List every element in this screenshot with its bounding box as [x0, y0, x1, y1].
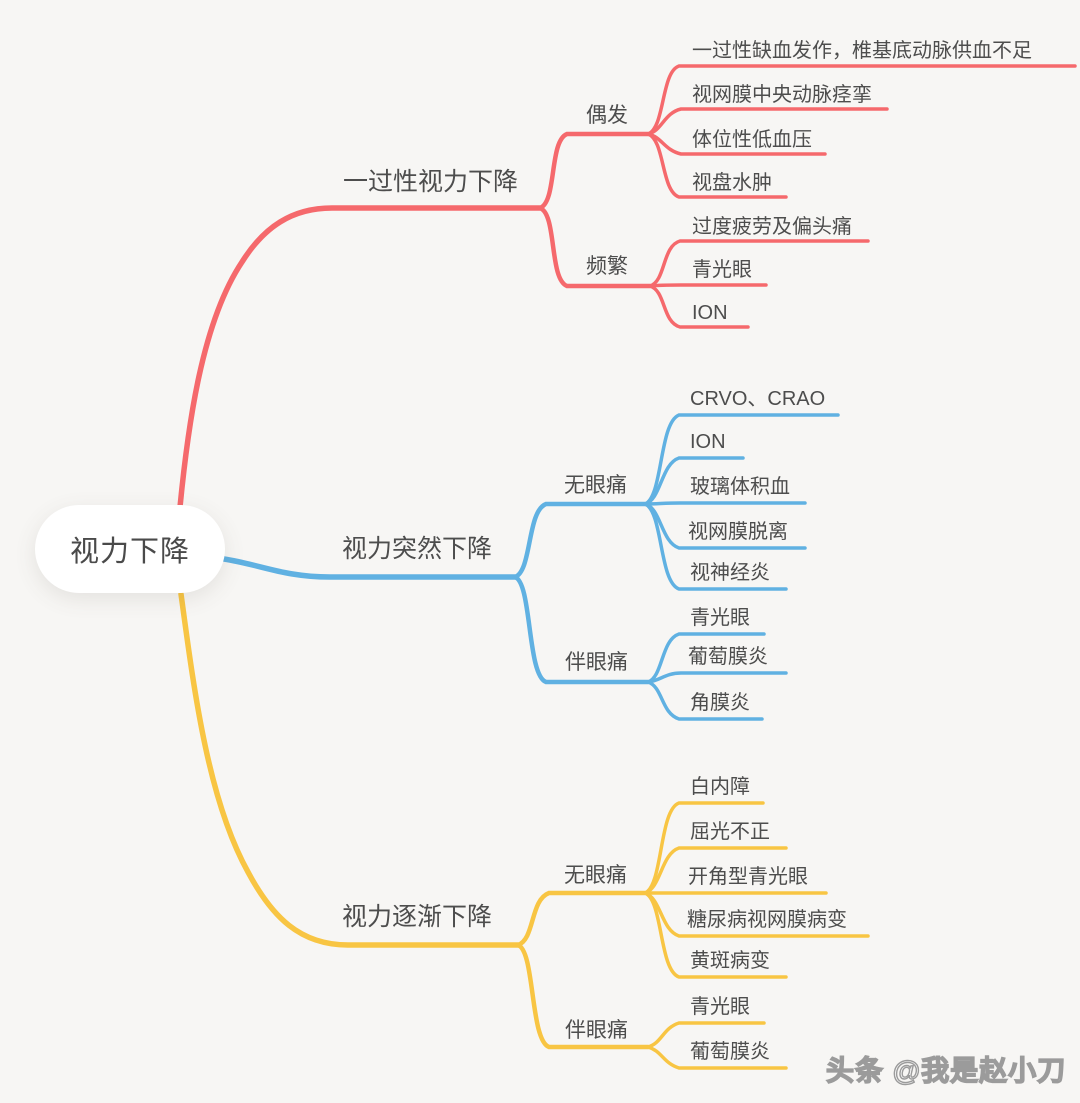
- leaf-node: 青光眼: [690, 607, 750, 629]
- edge-frequent-leaf-1: [648, 283, 768, 288]
- leaf-node: 视网膜中央动脉痉挛: [692, 84, 872, 106]
- leaf-node: 葡萄膜炎: [690, 1041, 770, 1063]
- root-label: 视力下降: [69, 536, 190, 568]
- branch-sudden-title: 视力突然下降: [342, 535, 493, 563]
- sub-label-frequent: 频繁: [586, 255, 628, 278]
- leaf-node: ION: [692, 302, 728, 324]
- leaf-node: 过度疲劳及偏头痛: [692, 216, 852, 238]
- leaf-node: 视神经炎: [690, 562, 770, 584]
- branch-gradual-title: 视力逐渐下降: [342, 903, 493, 931]
- edge-root-gradual: [178, 591, 521, 948]
- sub-label-occasional: 偶发: [586, 104, 628, 127]
- edge-transient-occasional: [537, 131, 651, 211]
- leaf-node: 玻璃体积血: [690, 476, 790, 498]
- sub-label-with-eye-pain-sudden: 伴眼痛: [565, 651, 628, 674]
- leaf-node: 开角型青光眼: [688, 866, 808, 888]
- edge-sudden-nopain-leaf-4: [643, 502, 788, 591]
- branch-transient-title: 一过性视力下降: [343, 168, 519, 196]
- edge-gradual-pain-leaf-1: [646, 1045, 788, 1070]
- edge-gradual-nopain-leaf-1: [643, 846, 788, 895]
- edge-root-transient: [177, 205, 543, 510]
- leaf-node: 青光眼: [690, 996, 750, 1018]
- edge-sudden-pain: [512, 574, 651, 685]
- edge-gradual-nopain: [515, 890, 648, 948]
- leaf-node: 屈光不正: [690, 821, 770, 843]
- edge-gradual-nopain-leaf-4: [643, 891, 788, 979]
- watermark: 头条 @我是赵小刀: [825, 1054, 1067, 1086]
- sub-label-with-eye-pain-gradual: 伴眼痛: [565, 1019, 628, 1042]
- edge-sudden-pain-leaf-0: [646, 632, 766, 684]
- edge-gradual-pain-leaf-0: [646, 1021, 766, 1049]
- sub-label-no-eye-pain-sudden: 无眼痛: [564, 474, 627, 497]
- sub-label-no-eye-pain-gradual: 无眼痛: [564, 864, 627, 887]
- edge-frequent-leaf-0: [648, 239, 870, 288]
- edge-sudden-pain-leaf-1: [646, 671, 788, 684]
- edge-occasional-leaf-0: [646, 64, 1077, 136]
- leaf-node: 体位性低血压: [692, 129, 812, 151]
- edge-sudden-nopain: [512, 501, 648, 580]
- edge-sudden-nopain-leaf-2: [643, 501, 807, 506]
- edge-occasional-leaf-3: [646, 132, 788, 199]
- leaf-node: 视网膜脱离: [688, 521, 788, 543]
- edge-transient-frequent: [537, 205, 653, 289]
- leaf-node: 角膜炎: [690, 692, 750, 714]
- leaf-node: 白内障: [690, 776, 750, 798]
- leaf-node: ION: [690, 431, 726, 453]
- edge-sudden-pain-leaf-2: [646, 680, 764, 721]
- leaf-node: 一过性缺血发作，椎基底动脉供血不足: [692, 40, 1032, 62]
- root-node: 视力下降: [35, 505, 225, 593]
- leaf-node: 葡萄膜炎: [688, 646, 768, 668]
- leaf-node: 视盘水肿: [692, 172, 772, 194]
- leaf-node: 青光眼: [692, 259, 752, 281]
- leaf-node: CRVO、CRAO: [690, 388, 826, 410]
- edge-frequent-leaf-2: [648, 284, 750, 329]
- edge-root-sudden: [221, 556, 518, 580]
- edge-occasional-leaf-1: [646, 107, 889, 136]
- leaf-node: 黄斑病变: [690, 950, 770, 972]
- leaf-node: 糖尿病视网膜病变: [687, 909, 847, 931]
- edge-gradual-pain: [515, 942, 651, 1050]
- edge-sudden-nopain-leaf-1: [643, 456, 745, 506]
